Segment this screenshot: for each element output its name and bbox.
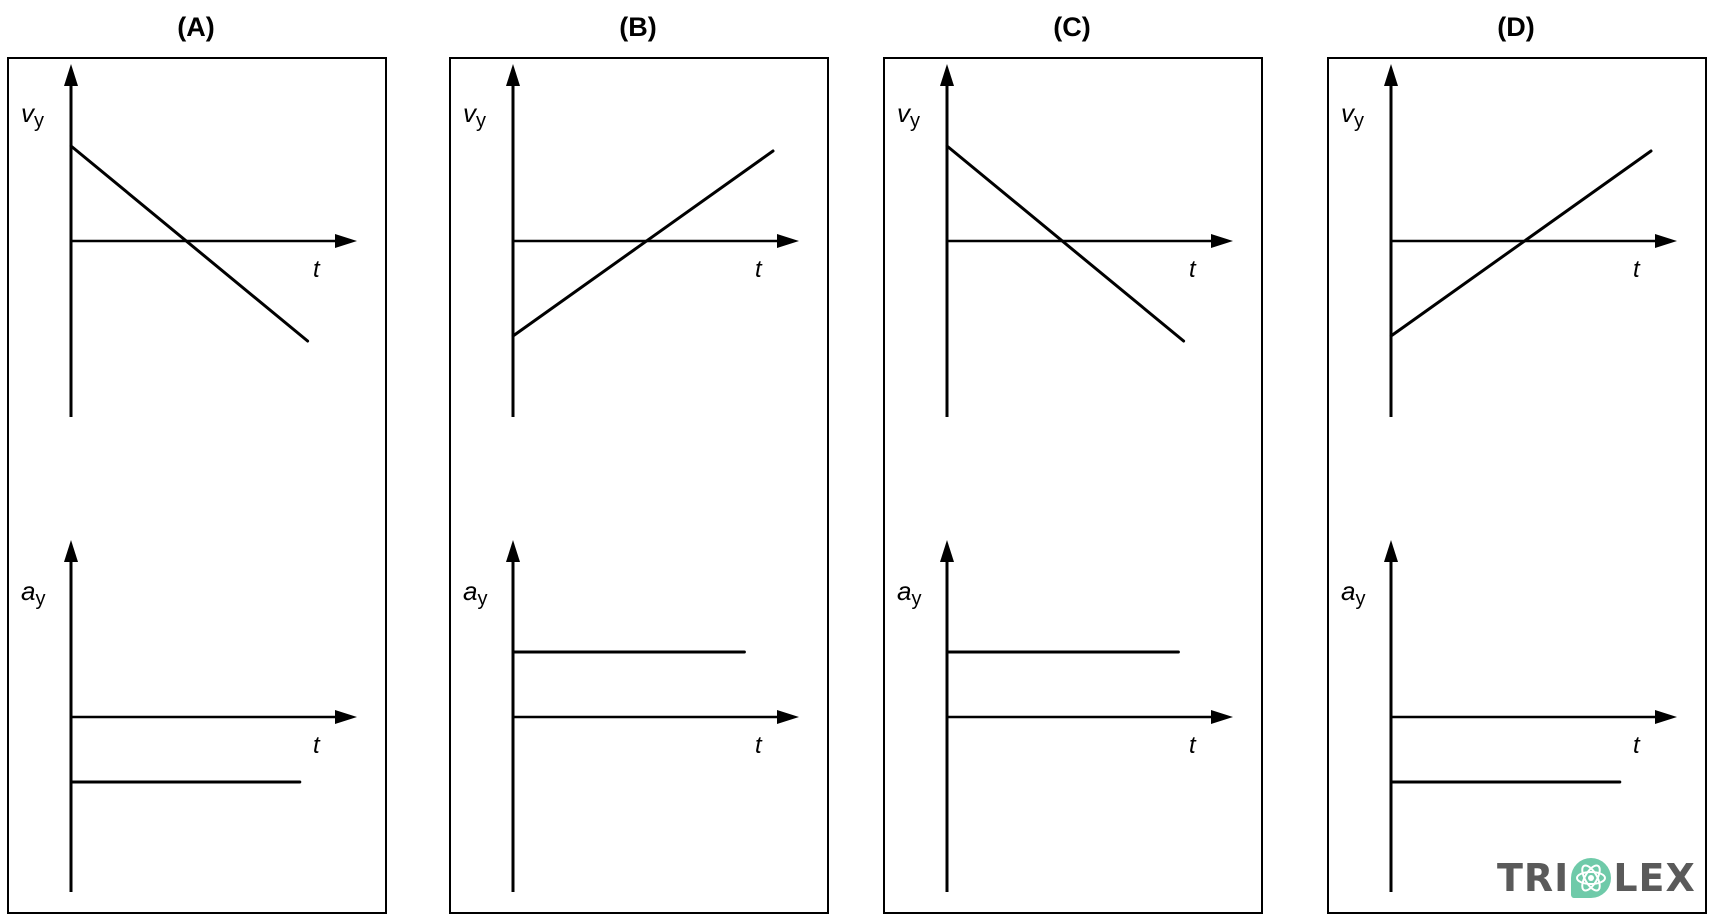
t-axis-label: t xyxy=(755,732,763,759)
t-axis-arrow xyxy=(1655,234,1677,248)
top-graph: t vy xyxy=(1341,64,1677,417)
y-axis-subscript: y xyxy=(34,110,44,132)
y-axis-arrow xyxy=(64,540,78,562)
logo-text-right: LEX xyxy=(1613,856,1696,900)
y-axis-arrow xyxy=(506,540,520,562)
triolex-logo: TRI LEX xyxy=(1497,856,1696,900)
t-axis-label: t xyxy=(755,256,763,283)
t-axis-arrow xyxy=(1211,710,1233,724)
t-axis-label: t xyxy=(313,256,321,283)
top-graph: t vy xyxy=(463,64,799,417)
y-axis-arrow xyxy=(1384,64,1398,86)
y-axis-arrow xyxy=(1384,540,1398,562)
panel-title: (A) xyxy=(177,12,215,42)
t-axis-label: t xyxy=(1189,732,1197,759)
y-axis-arrow xyxy=(940,64,954,86)
top-graph: t vy xyxy=(21,64,357,417)
velocity-line xyxy=(511,149,775,338)
bottom-graph: t ay xyxy=(21,540,357,892)
logo-text-left: TRI xyxy=(1497,856,1570,900)
y-axis-arrow xyxy=(940,540,954,562)
y-axis-subscript: y xyxy=(477,588,487,610)
velocity-line xyxy=(945,144,1186,343)
y-axis-subscript: y xyxy=(1354,110,1364,132)
t-axis-arrow xyxy=(777,710,799,724)
panel-title: (C) xyxy=(1053,12,1091,42)
graph-panel: t vy t ay xyxy=(7,57,387,914)
y-axis-arrow xyxy=(506,64,520,86)
graph-panel: t vy t ay xyxy=(883,57,1263,914)
y-axis-label: vy xyxy=(21,98,44,132)
y-axis-label: ay xyxy=(1341,576,1365,610)
graph-panel: t vy t ay xyxy=(1327,57,1707,914)
velocity-line xyxy=(69,144,310,343)
y-axis-label: ay xyxy=(897,576,921,610)
velocity-line xyxy=(1389,149,1653,338)
y-axis-label: ay xyxy=(21,576,45,610)
y-axis-subscript: y xyxy=(911,588,921,610)
t-axis-label: t xyxy=(313,732,321,759)
y-axis-label: vy xyxy=(897,98,920,132)
bottom-graph: t ay xyxy=(1341,540,1677,892)
t-axis-arrow xyxy=(777,234,799,248)
top-graph: t vy xyxy=(897,64,1233,417)
t-axis-arrow xyxy=(335,710,357,724)
t-axis-label: t xyxy=(1633,256,1641,283)
y-axis-subscript: y xyxy=(1355,588,1365,610)
y-axis-subscript: y xyxy=(910,110,920,132)
t-axis-label: t xyxy=(1189,256,1197,283)
panel-title: (B) xyxy=(619,12,657,42)
atom-icon xyxy=(1571,858,1612,898)
t-axis-arrow xyxy=(335,234,357,248)
t-axis-arrow xyxy=(1211,234,1233,248)
t-axis-arrow xyxy=(1655,710,1677,724)
bottom-graph: t ay xyxy=(463,540,799,892)
graph-panel: t vy t ay xyxy=(449,57,829,914)
y-axis-subscript: y xyxy=(476,110,486,132)
y-axis-label: ay xyxy=(463,576,487,610)
bottom-graph: t ay xyxy=(897,540,1233,892)
panel-title: (D) xyxy=(1497,12,1535,42)
y-axis-label: vy xyxy=(463,98,486,132)
y-axis-arrow xyxy=(64,64,78,86)
y-axis-label: vy xyxy=(1341,98,1364,132)
t-axis-label: t xyxy=(1633,732,1641,759)
y-axis-subscript: y xyxy=(35,588,45,610)
